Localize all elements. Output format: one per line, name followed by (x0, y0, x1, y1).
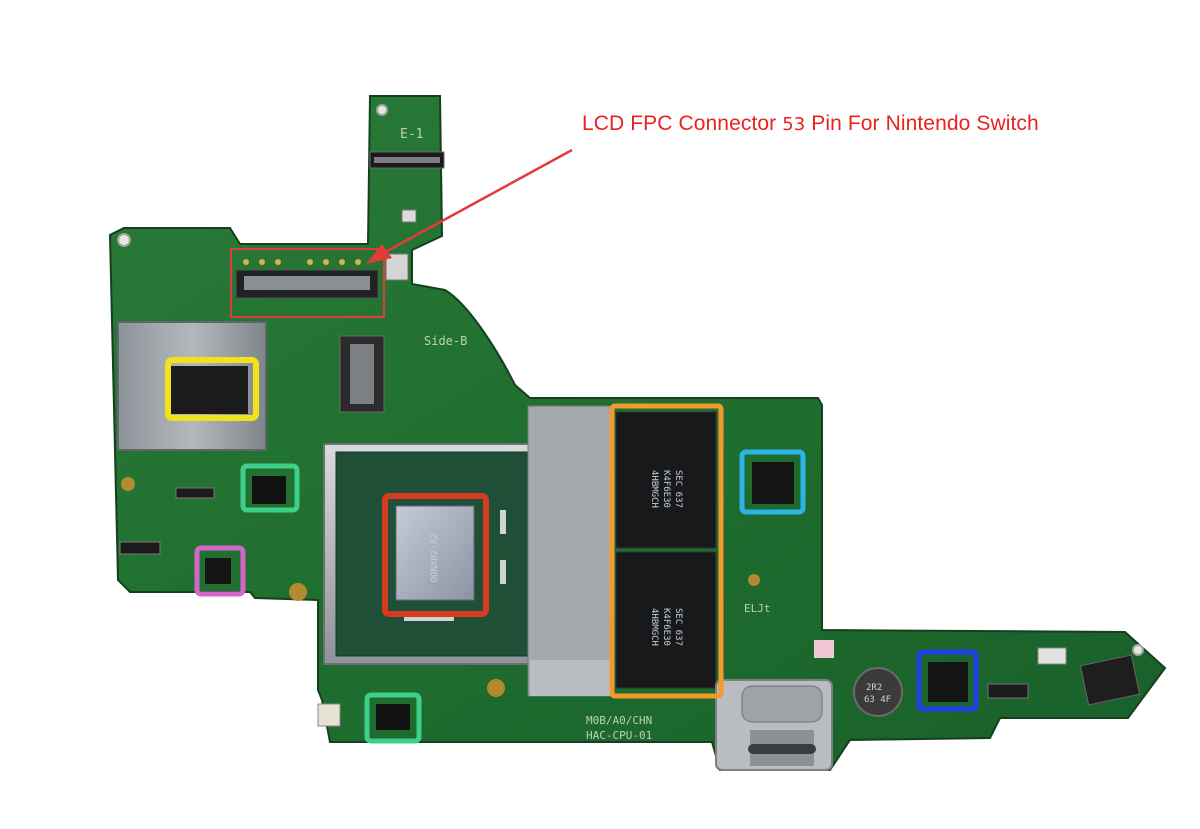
caption-pin-count: 53 (782, 114, 806, 135)
ram-marking-5: K4F6E30 (661, 608, 671, 646)
mounting-hole (117, 233, 131, 247)
conn-label: E-1 (400, 127, 423, 142)
ram-marking-2: K4F6E30 (661, 470, 671, 508)
heatsink-plate (527, 405, 613, 697)
connector-small (119, 541, 161, 555)
board-name: HAC-CPU-01 (586, 729, 652, 742)
inductor (853, 667, 903, 717)
annotation-caption: LCD FPC Connector 53 Pin For Nintendo Sw… (582, 112, 1039, 136)
ic-cyan (752, 462, 794, 504)
small-connector (385, 253, 409, 281)
highlight-ic-green-1 (240, 463, 300, 513)
mounting-hole (1132, 644, 1144, 656)
ram-marking-1: SEC 637 (673, 470, 683, 508)
highlight-ram (609, 403, 724, 699)
highlight-ic-pink (194, 545, 246, 597)
test-pad (289, 583, 307, 601)
caption-suffix: Pin For Nintendo Switch (805, 112, 1039, 135)
ic-green-1 (252, 476, 286, 504)
inductor-marking-2: 63 4F (864, 695, 891, 705)
connector-right (987, 683, 1029, 699)
fpc-small (1037, 647, 1067, 665)
highlight-emmc (165, 357, 259, 421)
highlight-ic-blue (916, 649, 979, 712)
fpc-small (317, 703, 341, 727)
highlight-ic-cyan (739, 449, 806, 515)
soc-marking: ODNX02-A2 (430, 534, 440, 583)
soc-die (395, 505, 475, 601)
test-pad (487, 679, 505, 697)
ram-marking-3: 4HBMGCH (649, 470, 659, 508)
ram-marking-6: 4HBMGCH (649, 608, 659, 646)
battery-connector (1079, 654, 1141, 706)
highlight-ic-green-2 (364, 692, 422, 744)
ram-chip-2 (615, 551, 717, 689)
ejt-label: ELJt (744, 602, 771, 615)
small-connector (401, 209, 417, 223)
pink-pad (814, 640, 834, 658)
highlight-soc (382, 493, 489, 617)
highlight-lcd-connector (230, 248, 385, 318)
annotation-arrow (366, 148, 573, 264)
caption-prefix: LCD FPC Connector (582, 112, 783, 135)
ic-pink (205, 558, 231, 584)
side-label: Side-B (424, 334, 467, 348)
ic-blue (928, 662, 968, 702)
ram-marking-4: SEC 637 (673, 608, 683, 646)
test-pad (121, 477, 135, 491)
board-code: M0B/A0/CHN (586, 714, 652, 727)
test-pad (748, 574, 760, 586)
connector-small (175, 487, 215, 499)
inductor-marking-1: 2R2 (866, 683, 882, 693)
ram-chip-1 (615, 411, 717, 549)
ic-green-2 (376, 704, 410, 730)
mounting-hole (376, 104, 388, 116)
